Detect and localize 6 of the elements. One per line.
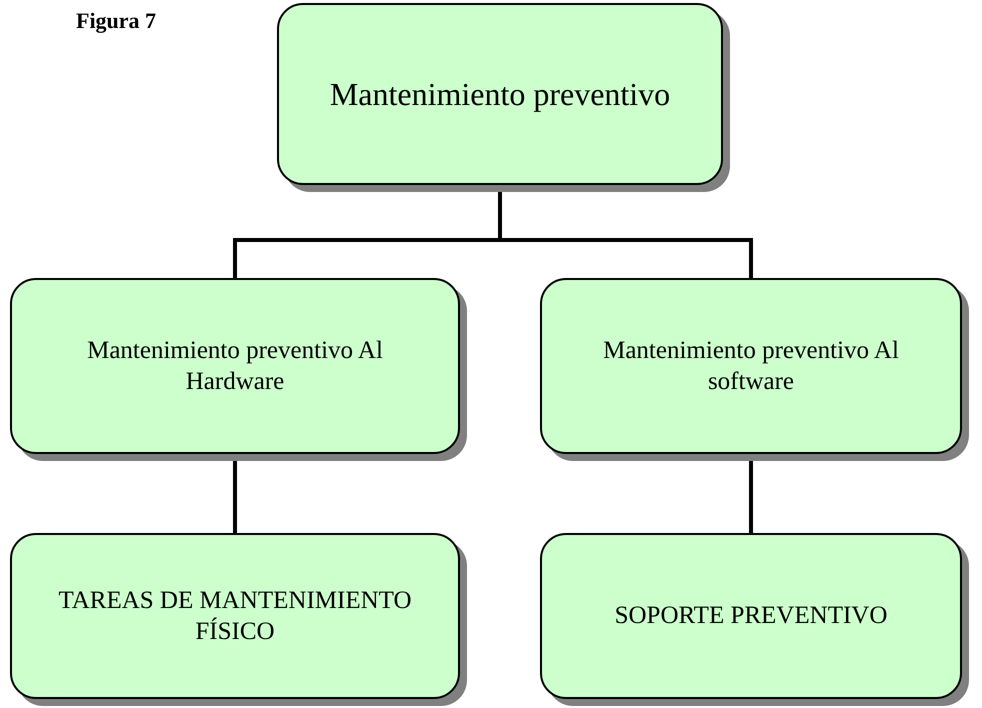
figure-title: Figura 7: [76, 8, 156, 34]
box-label: Mantenimiento preventivo: [330, 75, 670, 114]
box-label: TAREAS DE MANTENIMIENTO FÍSICO: [57, 586, 413, 647]
box-label: Mantenimiento preventivo Al Hardware: [86, 336, 384, 397]
box-label: SOPORTE PREVENTIVO: [614, 601, 888, 632]
box-label: Mantenimiento preventivo Al software: [602, 336, 900, 397]
